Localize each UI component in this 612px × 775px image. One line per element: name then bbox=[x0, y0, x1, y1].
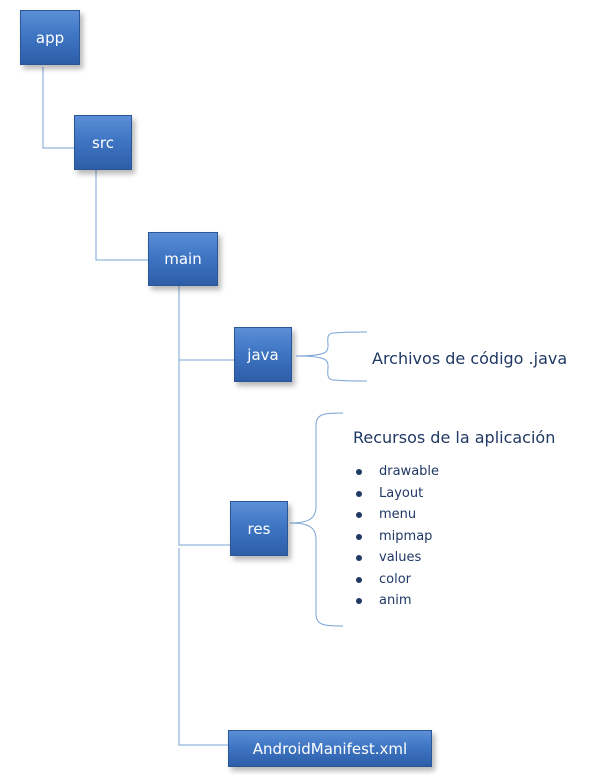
res-list-item: color bbox=[356, 569, 439, 591]
java-description: Archivos de código .java bbox=[372, 349, 568, 368]
bullet-icon bbox=[356, 533, 362, 540]
res-list-item: values bbox=[356, 547, 439, 569]
res-description-title: Recursos de la aplicación bbox=[353, 428, 556, 447]
res-list-item-label: Layout bbox=[379, 485, 424, 501]
node-src[interactable]: src bbox=[74, 115, 132, 170]
res-list-item-label: menu bbox=[379, 507, 417, 522]
connector-main-java bbox=[178, 286, 234, 361]
res-list-item: mipmap bbox=[356, 526, 439, 548]
connector-main-res bbox=[178, 360, 230, 546]
bullet-icon bbox=[356, 490, 362, 497]
node-main[interactable]: main bbox=[148, 232, 218, 286]
res-list-item: Layout bbox=[356, 483, 439, 505]
connector-main-manifest bbox=[178, 548, 228, 746]
connector-app-src bbox=[42, 67, 74, 149]
res-list-item: anim bbox=[356, 590, 439, 612]
bullet-icon bbox=[356, 598, 362, 604]
bullet-icon bbox=[356, 512, 362, 518]
res-list-item-label: anim bbox=[379, 593, 412, 608]
node-android-manifest[interactable]: AndroidManifest.xml bbox=[228, 730, 432, 767]
brace-java bbox=[295, 331, 368, 382]
res-list-item: drawable bbox=[356, 461, 439, 483]
res-list-item: menu bbox=[356, 504, 439, 526]
bullet-icon bbox=[356, 555, 362, 561]
node-java[interactable]: java bbox=[234, 327, 292, 382]
bullet-icon bbox=[356, 469, 362, 475]
node-app[interactable]: app bbox=[20, 10, 80, 65]
res-list-item-label: values bbox=[379, 550, 422, 565]
connector-src-main bbox=[95, 170, 148, 261]
brace-res bbox=[289, 412, 344, 627]
res-list-item-label: mipmap bbox=[379, 528, 433, 544]
node-res[interactable]: res bbox=[230, 501, 288, 556]
bullet-icon bbox=[356, 576, 362, 583]
res-list-item-label: drawable bbox=[379, 464, 440, 479]
res-list-item-label: color bbox=[379, 571, 412, 587]
